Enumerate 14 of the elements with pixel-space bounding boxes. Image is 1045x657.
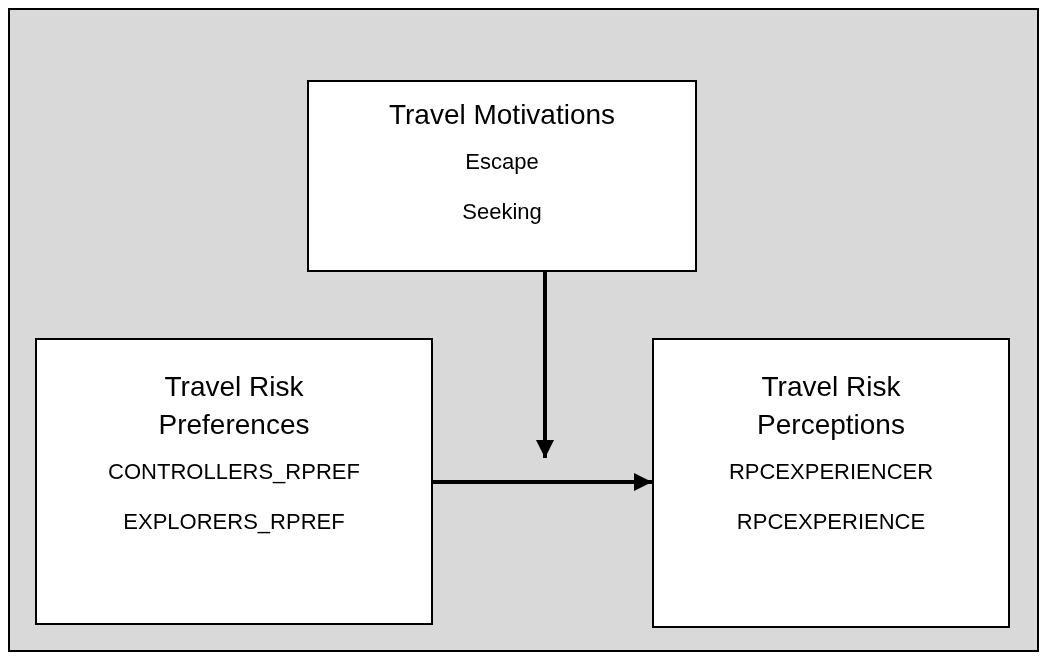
box-item: Seeking — [462, 198, 542, 226]
arrow — [433, 473, 652, 491]
box-heading: Travel Risk Preferences — [157, 370, 311, 442]
text-box — [652, 338, 1010, 628]
box-heading: Travel Motivations — [388, 98, 616, 132]
text-box — [35, 338, 433, 625]
box-item: CONTROLLERS_RPREF — [108, 458, 360, 486]
box-item: Escape — [465, 148, 539, 176]
arrow — [536, 272, 554, 458]
box-heading: Travel Risk Perceptions — [756, 370, 906, 442]
box-item: RPCEXPERIENCE — [736, 508, 926, 536]
box-item: EXPLORERS_RPREF — [123, 508, 345, 536]
box-item: RPCEXPERIENCER — [728, 458, 934, 486]
text-box — [307, 80, 697, 272]
